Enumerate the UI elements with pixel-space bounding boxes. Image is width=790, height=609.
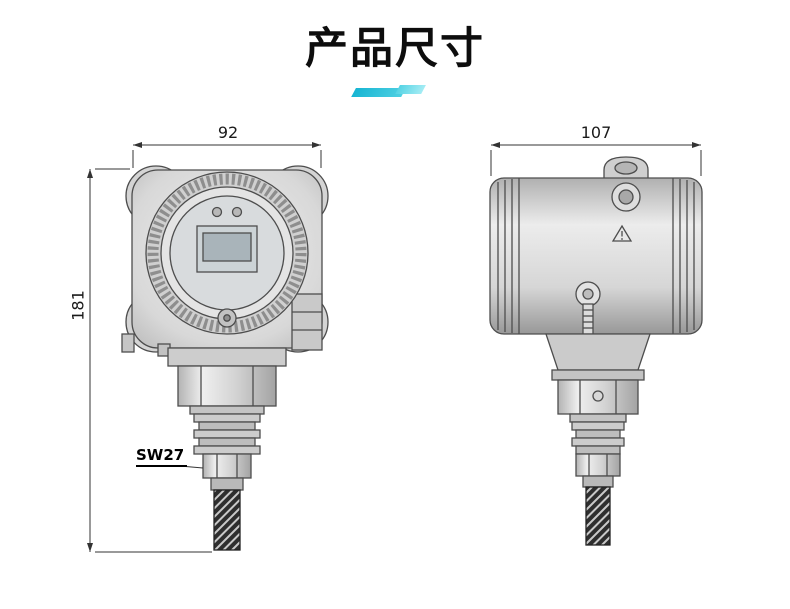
page-title: 产品尺寸 [305, 24, 485, 74]
dimension-label-front-height: 181 [68, 290, 88, 321]
dimension-label-front-width: 92 [217, 123, 239, 142]
dimension-label-side-width: 107 [580, 123, 612, 142]
cooling-fins-side [571, 421, 625, 455]
right-cap-ribs [672, 178, 695, 334]
hex-nut-side [575, 453, 621, 477]
hex-body-side [557, 379, 639, 415]
front-view-drawing [121, 165, 329, 551]
hex-body [177, 365, 277, 407]
display-screen [196, 225, 258, 273]
cooling-fins [193, 413, 261, 455]
conduit-block [291, 293, 323, 351]
locking-screw [217, 308, 237, 328]
dimension-lines [87, 142, 702, 553]
dimension-line-front-width [132, 142, 322, 168]
threaded-connection-side [585, 486, 611, 546]
threaded-connection [213, 489, 241, 551]
screw-icon [211, 206, 223, 218]
left-cap-ribs [497, 178, 520, 334]
screw-icon [231, 206, 243, 218]
side-view-drawing [489, 156, 703, 546]
hex-nut-sw27 [202, 453, 252, 479]
dimension-line-front-height [87, 168, 212, 553]
dome-window [611, 182, 641, 212]
warning-triangle-icon [611, 224, 633, 242]
wrench-size-label: SW27 [136, 446, 188, 467]
top-boss [603, 156, 649, 181]
dimension-line-side-width [490, 142, 702, 176]
